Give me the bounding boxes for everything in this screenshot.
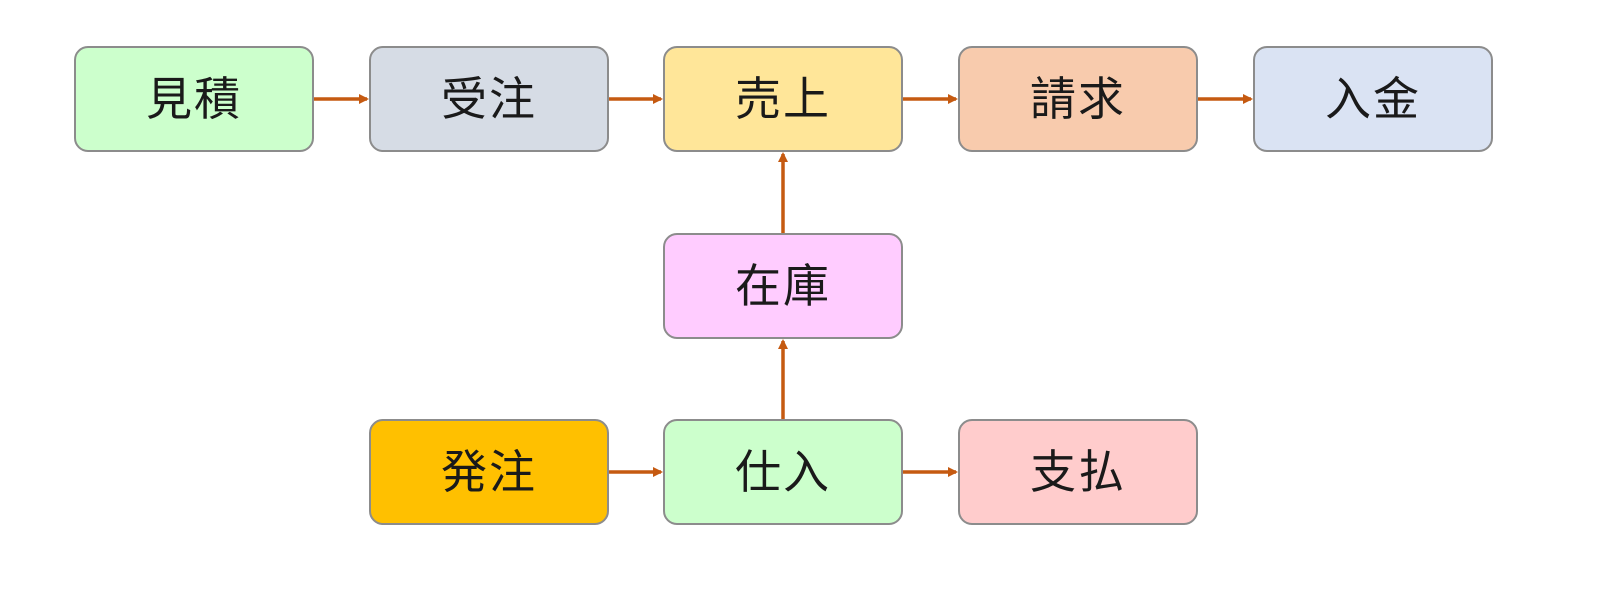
node-label: 発注 xyxy=(441,445,537,499)
node-shiire[interactable]: 仕入 xyxy=(663,419,903,525)
node-label: 請求 xyxy=(1030,72,1126,126)
node-juchu[interactable]: 受注 xyxy=(369,46,609,152)
node-zaiko[interactable]: 在庫 xyxy=(663,233,903,339)
node-label: 入金 xyxy=(1325,72,1421,126)
node-label: 売上 xyxy=(735,72,831,126)
node-mitsumori[interactable]: 見積 xyxy=(74,46,314,152)
node-label: 受注 xyxy=(441,72,537,126)
node-seikyu[interactable]: 請求 xyxy=(958,46,1198,152)
node-shiharai[interactable]: 支払 xyxy=(958,419,1198,525)
node-nyukin[interactable]: 入金 xyxy=(1253,46,1493,152)
node-label: 支払 xyxy=(1030,445,1126,499)
node-label: 仕入 xyxy=(735,445,831,499)
node-label: 在庫 xyxy=(735,259,831,313)
node-label: 見積 xyxy=(146,72,242,126)
node-hatchu[interactable]: 発注 xyxy=(369,419,609,525)
node-uriage[interactable]: 売上 xyxy=(663,46,903,152)
